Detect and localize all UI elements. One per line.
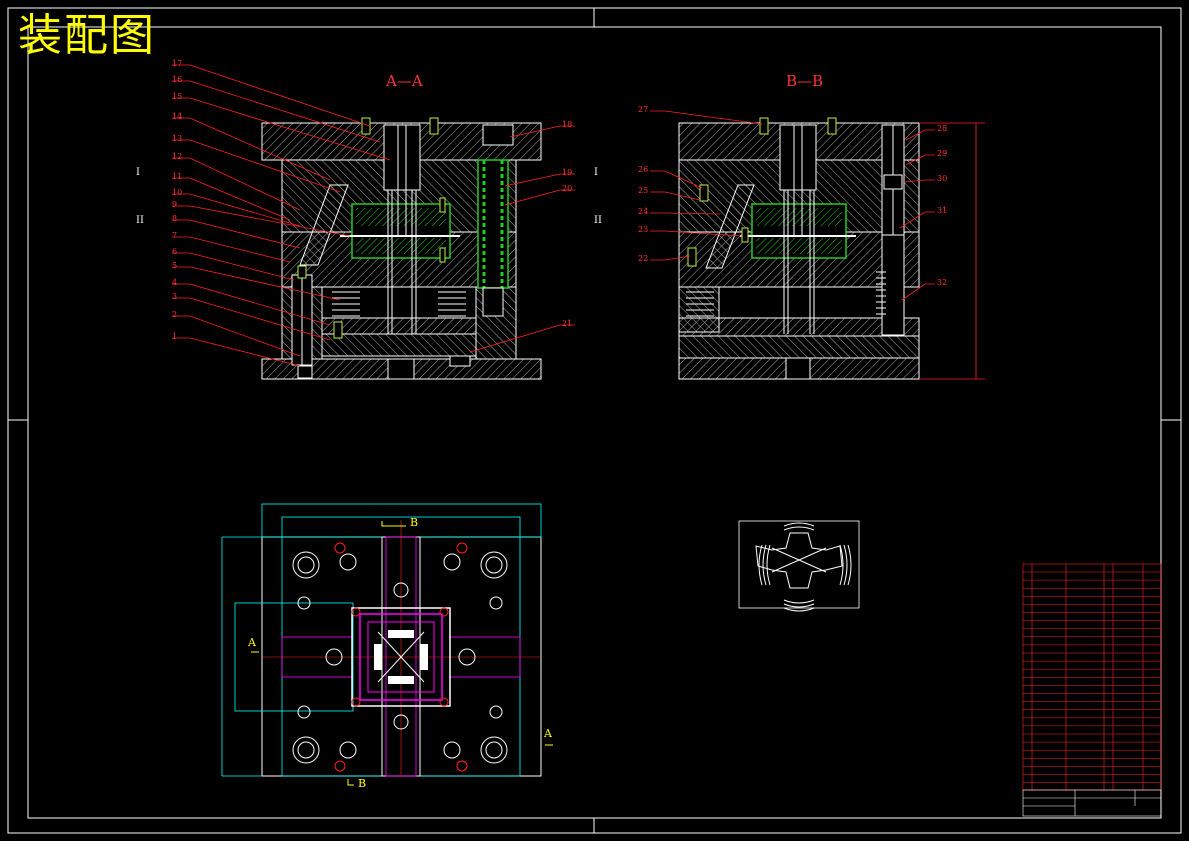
callout-22: 22 (638, 254, 649, 263)
callout-9: 9 (172, 200, 178, 209)
plan-view (221, 503, 553, 786)
callout-28: 28 (937, 124, 948, 133)
callout-18: 18 (562, 120, 573, 129)
callout-4: 4 (172, 278, 178, 287)
callout-31: 31 (937, 206, 948, 215)
section-label-bb: B—B (786, 72, 824, 90)
cut-mark-b-bottom: B (358, 777, 367, 790)
section-bb-view (678, 117, 985, 380)
cut-mark-b-top: B (410, 516, 419, 529)
callout-11: 11 (172, 172, 183, 181)
callout-7: 7 (172, 231, 178, 240)
drawing-title: 装配图 (18, 10, 156, 61)
bom-rows (1023, 571, 1161, 783)
callout-32: 32 (937, 278, 948, 287)
callout-15: 15 (172, 92, 183, 101)
callout-27: 27 (638, 105, 649, 114)
title-block (1022, 789, 1162, 817)
callout-5: 5 (172, 261, 178, 270)
drawing-frame (7, 7, 1182, 834)
callout-24: 24 (638, 207, 649, 216)
callout-19: 19 (562, 168, 573, 177)
callout-23: 23 (638, 225, 649, 234)
callout-2: 2 (172, 310, 178, 319)
callout-30: 30 (937, 174, 948, 183)
callout-16: 16 (172, 75, 183, 84)
callout-21: 21 (562, 319, 573, 328)
product-view (738, 520, 860, 612)
section-aa-view (261, 117, 542, 380)
cut-mark-a-left: A (248, 636, 256, 649)
callout-26: 26 (638, 165, 649, 174)
bom-table (1022, 563, 1162, 791)
leaders-bb (650, 110, 935, 301)
level-mark-2-aa: II (136, 215, 144, 226)
callout-13: 13 (172, 134, 183, 143)
callout-6: 6 (172, 247, 178, 256)
callout-29: 29 (937, 149, 948, 158)
callout-25: 25 (638, 186, 649, 195)
callout-1: 1 (172, 332, 178, 341)
callout-20: 20 (562, 184, 573, 193)
callout-10: 10 (172, 188, 183, 197)
callout-3: 3 (172, 292, 178, 301)
callout-17: 17 (172, 59, 183, 68)
cut-mark-a-right: A (544, 727, 552, 740)
leaders-aa (172, 64, 575, 367)
level-mark-1-bb: I (594, 167, 598, 178)
callout-8: 8 (172, 214, 178, 223)
level-mark-2-bb: II (594, 215, 602, 226)
section-label-aa: A—A (386, 72, 423, 90)
callout-14: 14 (172, 112, 183, 121)
callout-12: 12 (172, 152, 183, 161)
level-mark-1-aa: I (136, 167, 140, 178)
